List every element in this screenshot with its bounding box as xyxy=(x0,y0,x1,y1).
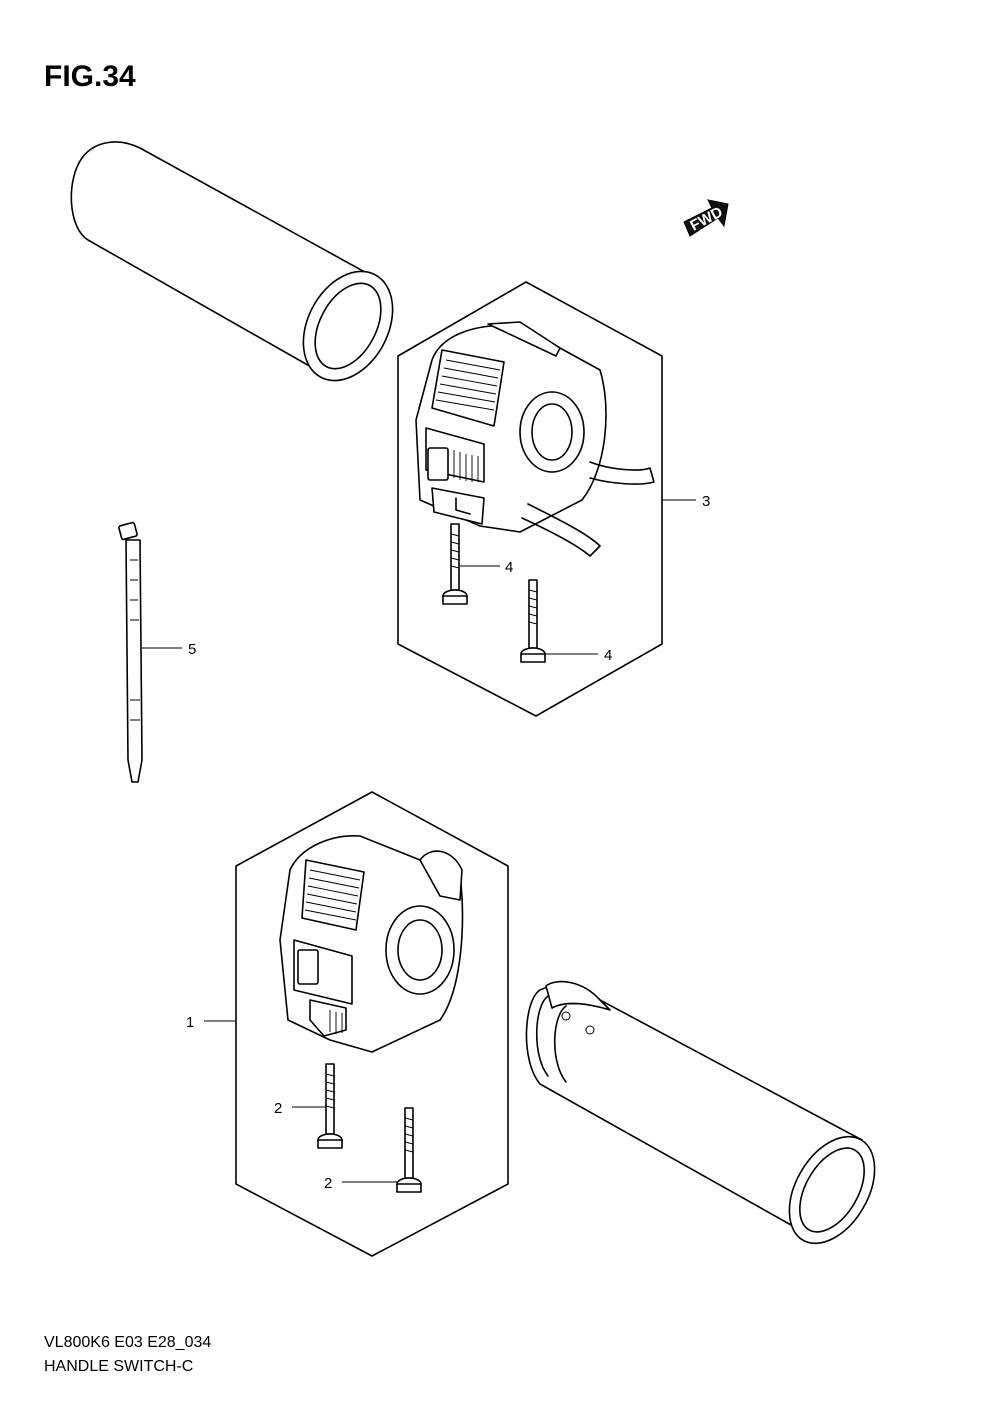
left-grip xyxy=(70,141,394,382)
screw-2b xyxy=(396,1107,422,1193)
screw-2a xyxy=(317,1063,343,1149)
callout-4b: 4 xyxy=(540,647,612,664)
fwd-label: FWD xyxy=(687,204,725,235)
figure-title: FIG.34 xyxy=(44,60,136,93)
callout-1: 1 xyxy=(186,1014,236,1031)
handle-switch-right xyxy=(415,321,655,557)
handle-switch-left xyxy=(279,835,464,1053)
callout-3-label: 3 xyxy=(702,493,710,510)
throttle-grip xyxy=(525,980,876,1245)
callout-4a-label: 4 xyxy=(505,559,513,576)
callout-1-label: 1 xyxy=(186,1014,194,1031)
callout-3: 3 xyxy=(662,493,710,510)
cable-tie xyxy=(118,521,143,783)
screw-4a xyxy=(442,523,468,605)
callout-4b-label: 4 xyxy=(604,647,612,664)
section-name: HANDLE SWITCH-C xyxy=(44,1358,194,1375)
callout-5: 5 xyxy=(142,641,196,658)
callout-2a-label: 2 xyxy=(274,1100,282,1117)
callout-2b: 2 xyxy=(324,1175,398,1192)
callout-5-label: 5 xyxy=(188,641,196,658)
callout-2a: 2 xyxy=(274,1100,326,1117)
model-code: VL800K6 E03 E28_034 xyxy=(44,1334,212,1351)
callout-4a: 4 xyxy=(460,559,513,576)
assembly-outline-upper xyxy=(397,281,663,717)
fwd-arrow-icon: FWD xyxy=(683,199,729,237)
assembly-outline-lower xyxy=(235,791,509,1257)
callout-2b-label: 2 xyxy=(324,1175,332,1192)
screw-4b xyxy=(520,579,546,663)
